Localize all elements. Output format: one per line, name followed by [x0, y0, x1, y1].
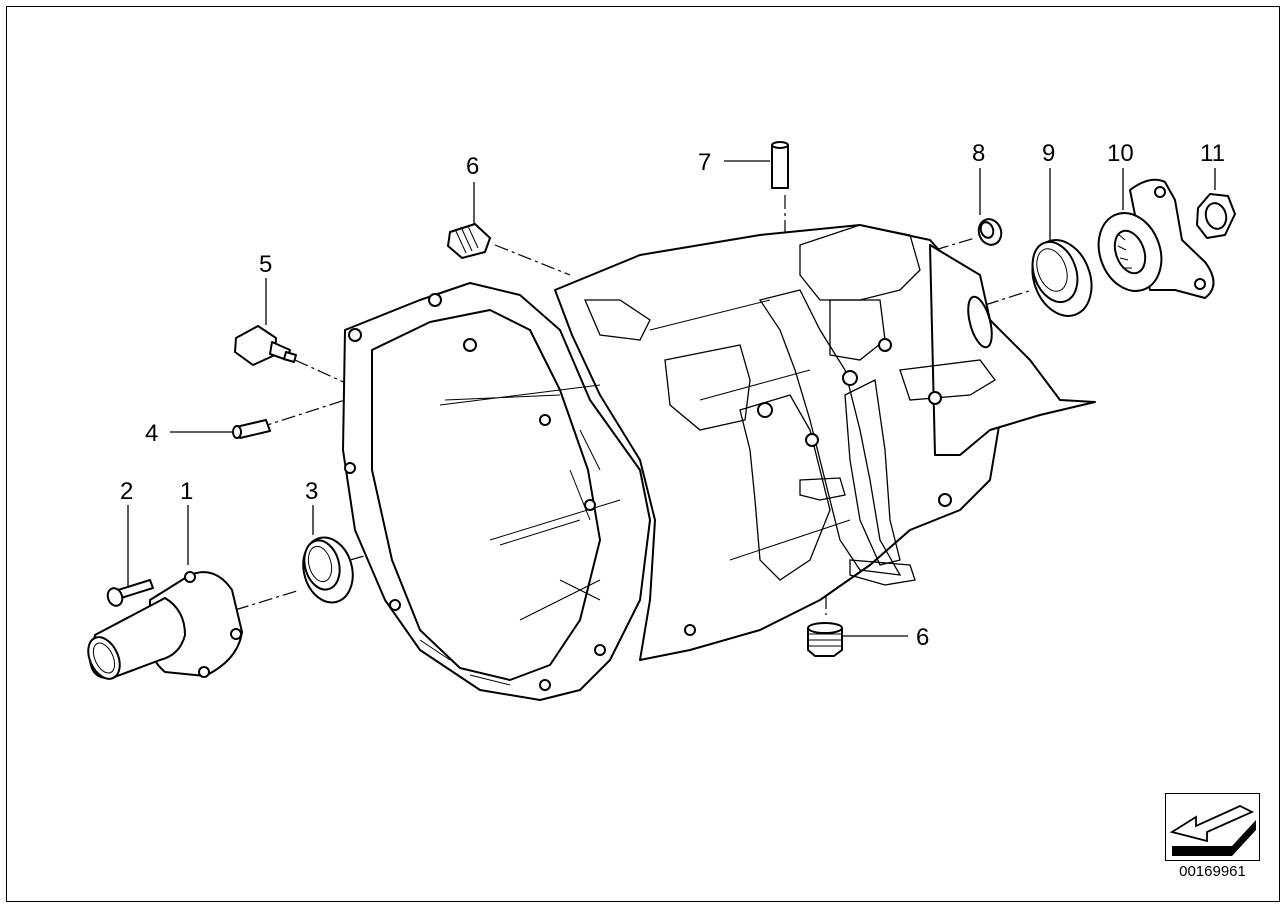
callout-6a: 6 [466, 153, 479, 180]
callout-9: 9 [1042, 140, 1055, 167]
part-4-dowel-pin[interactable] [232, 419, 271, 439]
part-2-bolt[interactable] [105, 579, 154, 608]
callout-11: 11 [1200, 140, 1225, 167]
part-6-screw-plug-bottom[interactable] [807, 622, 843, 657]
part-6-screw-plug-top[interactable] [447, 223, 491, 259]
callout-5: 5 [259, 251, 272, 278]
callout-6b: 6 [916, 624, 929, 651]
part-1-guide-sleeve[interactable] [82, 571, 243, 684]
callout-10: 10 [1107, 140, 1134, 167]
part-7-pin[interactable] [771, 141, 789, 189]
callout-2: 2 [120, 478, 133, 505]
part-11-collar-nut[interactable] [1196, 193, 1236, 239]
transmission-housing[interactable] [342, 224, 1096, 701]
part-8-seal-ring[interactable] [975, 216, 1005, 248]
part-5-switch[interactable] [234, 325, 297, 366]
part-9-output-seal[interactable] [1022, 232, 1101, 324]
callout-7: 7 [698, 149, 711, 176]
callout-1: 1 [180, 478, 193, 505]
part-10-output-flange[interactable] [1088, 178, 1215, 300]
navigation-arrow-button[interactable] [1165, 793, 1260, 861]
diagram-frame [6, 6, 1280, 902]
diagram-id: 00169961 [1179, 863, 1246, 880]
callout-3: 3 [305, 478, 318, 505]
callout-8: 8 [972, 140, 985, 167]
arrow-return-icon [1169, 805, 1256, 856]
callout-labels: 1 2 3 4 5 6 6 7 8 9 10 11 [120, 140, 1225, 651]
leader-lines [127, 160, 1216, 637]
part-3-shaft-seal[interactable] [296, 532, 359, 608]
callout-4: 4 [145, 420, 158, 447]
